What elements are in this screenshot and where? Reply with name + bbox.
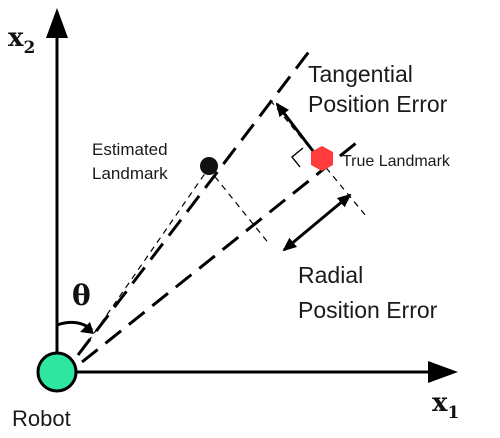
x2-axis-label-main: x [8, 23, 24, 53]
x2-axis-arrowhead [46, 8, 68, 38]
robot-marker [36, 351, 78, 393]
x2-axis-label-subscript: 2 [24, 38, 36, 58]
tangential-error-arrow [275, 102, 318, 156]
robot-label: Robot [12, 406, 71, 431]
estimated-landmark-marker [200, 157, 218, 175]
perpendicular-line-estimated [207, 167, 271, 246]
true-landmark-label: True Landmark [342, 153, 451, 170]
x1-axis-label-main: x [432, 388, 448, 418]
estimated-landmark-label-line1: Estimated [92, 140, 168, 159]
x1-axis-label: x1 [432, 388, 459, 423]
right-angle-marker [291, 147, 304, 168]
theta-label: θ [72, 279, 91, 312]
radial-error-label-line2: Position Error [298, 297, 438, 323]
radial-error-arrow [282, 193, 352, 252]
radial-error-label-line1: Radial [298, 262, 363, 288]
x2-axis-label: x2 [8, 23, 35, 58]
estimated-radial-line [87, 171, 207, 343]
true-landmark-marker [311, 146, 333, 171]
upper-dashed-ray [76, 44, 316, 356]
theta-arc-arrowhead [80, 322, 94, 334]
x1-axis-label-subscript: 1 [448, 403, 460, 423]
x1-axis-arrowhead [428, 361, 458, 383]
tangential-error-label-line1: Tangential [308, 61, 413, 87]
tangential-error-label-line2: Position Error [308, 91, 448, 117]
estimated-landmark-label-line2: Landmark [92, 164, 168, 183]
